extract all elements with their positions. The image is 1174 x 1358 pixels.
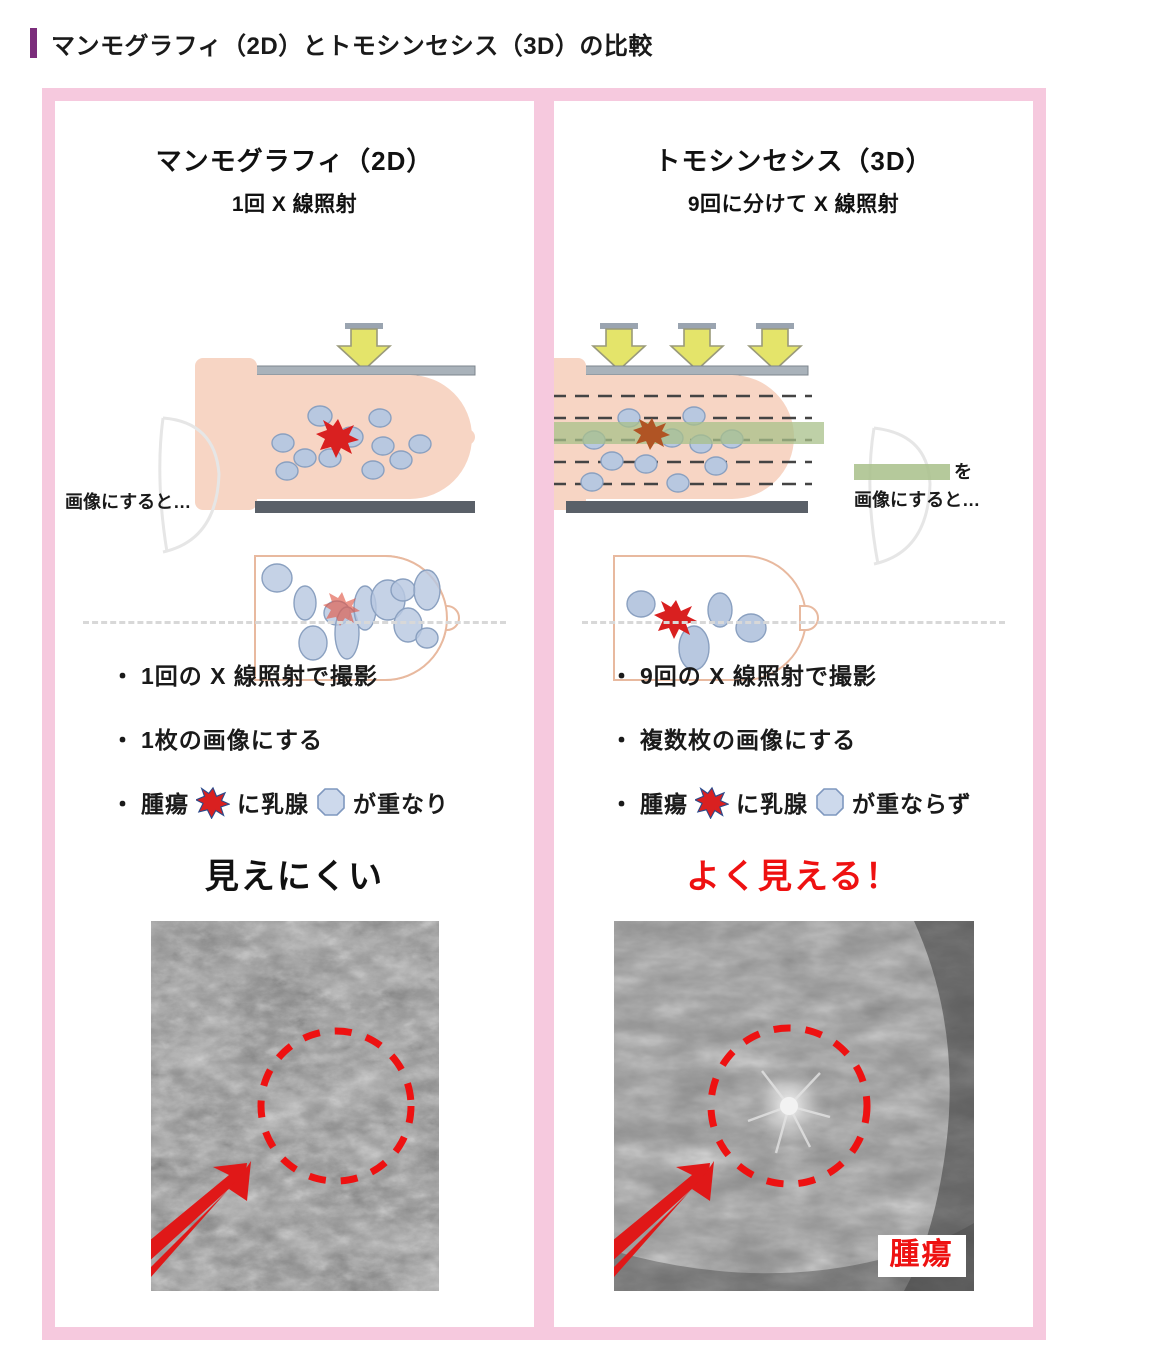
bullet-text: 1枚の画像にする <box>141 727 324 753</box>
panel-subtitle-left: 1回 X 線照射 <box>231 193 358 216</box>
xray-image-right: 腫瘍 <box>613 921 974 1291</box>
roi-dashed-circle <box>257 1027 414 1185</box>
bullet-text: に乳腺 <box>736 791 808 817</box>
gland-circle-icon <box>815 787 845 817</box>
tumor-star-icon <box>695 785 729 819</box>
slice-legend-swatch <box>854 464 950 480</box>
xray-beam-arrows-icon <box>590 323 804 372</box>
bullet-text: 複数枚の画像にする <box>640 727 857 753</box>
tumor-star-hidden-icon <box>323 592 360 626</box>
tumor-star-icon <box>633 418 670 450</box>
panel-title-left: マンモグラフィ（2D） <box>155 146 434 176</box>
panel-tomosynthesis-3d: トモシンセシス（3D） 9回に分けて X 線照射 <box>554 101 1033 1327</box>
diagram-left: 画像にすると… <box>55 218 534 688</box>
result-image-right <box>613 555 819 681</box>
diagram-caption-left: 画像にすると… <box>65 492 191 512</box>
bullet-text: 腫瘍 <box>141 791 189 817</box>
bullet-item: ・ 腫瘍 に乳腺 が重ならず <box>610 785 1033 819</box>
bullet-item: ・ 腫瘍 に乳腺 が重なり <box>111 785 534 819</box>
bullet-dot: ・ <box>111 663 135 689</box>
page-title: マンモグラフィ（2D）とトモシンセシス（3D）の比較 <box>51 32 653 60</box>
tumor-star-visible-icon <box>654 600 697 639</box>
bullet-list-left: ・ 1回の X 線照射で撮影 ・ 1枚の画像にする ・ 腫瘍 に乳腺 が重なり <box>55 657 534 849</box>
diagram-caption-right-1: を <box>954 462 972 482</box>
page-header: マンモグラフィ（2D）とトモシンセシス（3D）の比較 <box>0 0 1174 62</box>
bullet-dot: ・ <box>610 791 634 817</box>
xray-beam-arrow-icon <box>335 323 393 372</box>
bullet-item: ・ 9回の X 線照射で撮影 <box>610 657 1033 691</box>
bullet-text: 9回の X 線照射で撮影 <box>640 663 877 689</box>
comparison-frame: マンモグラフィ（2D） 1回 X 線照射 <box>42 88 1046 1340</box>
roi-dashed-circle <box>707 1024 870 1188</box>
bullet-list-right: ・ 9回の X 線照射で撮影 ・ 複数枚の画像にする ・ 腫瘍 に乳腺 が重なら… <box>554 657 1033 849</box>
panel-subtitle-right: 9回に分けて X 線照射 <box>687 193 900 216</box>
bullet-item: ・ 1回の X 線照射で撮影 <box>111 657 534 691</box>
verdict-left: 見えにくい <box>204 858 385 896</box>
xray-wrap-right: 腫瘍 <box>554 921 1033 1291</box>
diagram-right: を 画像にすると… <box>554 218 1033 688</box>
title-accent-bar <box>30 28 37 58</box>
panel-title-right: トモシンセシス（3D） <box>654 146 933 176</box>
bullet-dot: ・ <box>610 727 634 753</box>
bullet-dot: ・ <box>111 791 135 817</box>
result-image-left <box>254 555 460 681</box>
xray-image-left <box>150 921 439 1291</box>
diagram-caption-right-2: 画像にすると… <box>854 490 980 510</box>
pointer-arrow-icon <box>150 1161 251 1277</box>
bullet-text: 腫瘍 <box>640 791 688 817</box>
bullet-text: に乳腺 <box>237 791 309 817</box>
tumor-star-icon <box>196 785 230 819</box>
bullet-text: が重ならず <box>852 791 972 817</box>
bullet-dot: ・ <box>111 727 135 753</box>
section-divider-right <box>582 621 1005 624</box>
bullet-dot: ・ <box>610 663 634 689</box>
verdict-right: よく見える！ <box>686 858 901 896</box>
panel-mammography-2d: マンモグラフィ（2D） 1回 X 線照射 <box>55 101 534 1327</box>
tumor-callout-label: 腫瘍 <box>877 1234 966 1277</box>
bullet-text: 1回の X 線照射で撮影 <box>141 663 378 689</box>
bullet-text: が重なり <box>353 791 449 817</box>
bullet-item: ・ 1枚の画像にする <box>111 721 534 755</box>
panel-divider <box>534 101 554 1327</box>
gland-blobs <box>271 405 432 481</box>
mammography-diagram-svg: 画像にすると… <box>65 323 476 681</box>
section-divider-left <box>83 621 506 624</box>
bullet-item: ・ 複数枚の画像にする <box>610 721 1033 755</box>
selected-slice-band <box>554 422 824 444</box>
panel-heading-right: トモシンセシス（3D） 9回に分けて X 線照射 <box>554 101 1033 218</box>
gland-circle-icon <box>316 787 346 817</box>
pointer-arrow-icon <box>613 1161 714 1277</box>
xray-wrap-left <box>55 921 534 1291</box>
panel-heading-left: マンモグラフィ（2D） 1回 X 線照射 <box>55 101 534 218</box>
tomosynthesis-diagram-svg: を 画像にすると… <box>554 323 980 681</box>
tumor-star-icon <box>316 419 359 458</box>
